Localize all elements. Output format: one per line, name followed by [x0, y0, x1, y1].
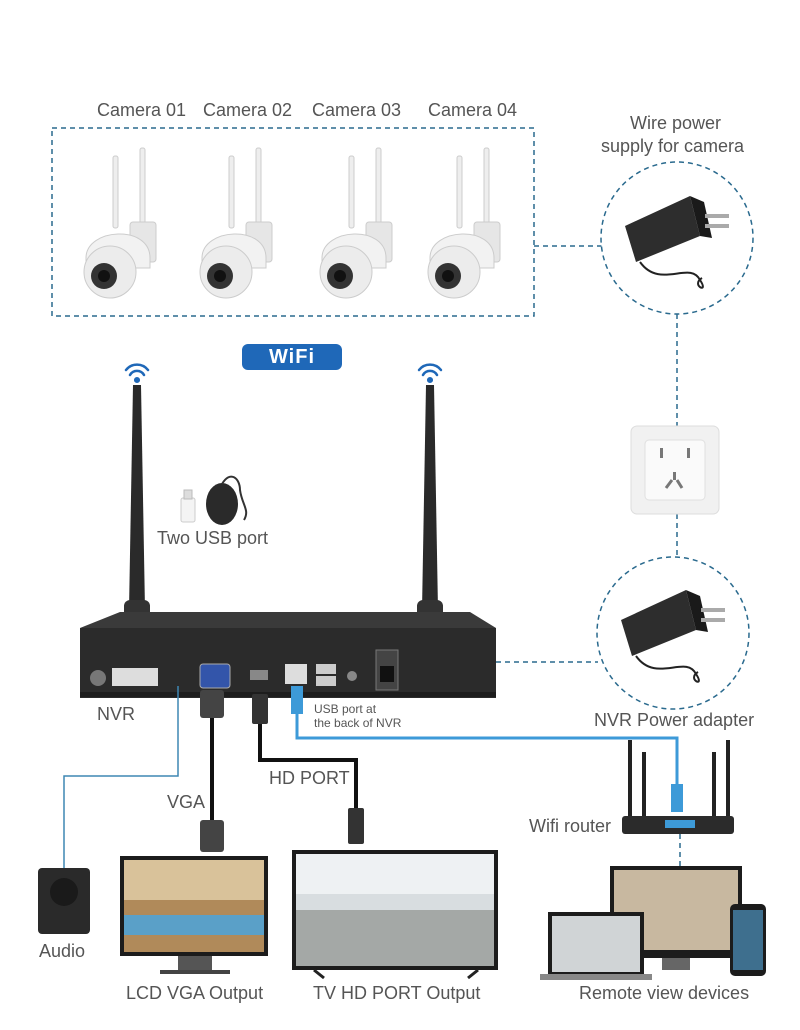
- camera-label-3: Camera 03: [312, 100, 402, 120]
- tv-icon: [292, 850, 498, 980]
- power-adapter-top-icon: [625, 196, 729, 289]
- wall-socket-icon: [630, 425, 720, 515]
- vga-label: VGA: [167, 792, 206, 812]
- wire-power-label-line1: Wire power: [630, 113, 722, 133]
- mouse-icon: [206, 475, 248, 525]
- wifi-signal-icon-right: [417, 363, 443, 384]
- camera-devices: [83, 147, 501, 299]
- audio-label: Audio: [39, 941, 86, 961]
- hd-port-label: HD PORT: [269, 768, 350, 788]
- remote-devices-icon: [540, 866, 766, 980]
- lcd-monitor-icon: [120, 856, 268, 974]
- camera-label-2: Camera 02: [203, 100, 293, 120]
- speaker-icon: [38, 868, 90, 934]
- nvr-power-label: NVR Power adapter: [594, 710, 755, 730]
- wifi-badge: WiFi: [242, 344, 342, 370]
- usb-stick-icon: [180, 489, 196, 523]
- network-plug-nvr: [291, 686, 303, 714]
- nvr-label: NVR: [97, 704, 136, 724]
- wifi-signal-icon-left: [124, 363, 150, 384]
- wifi-router-label: Wifi router: [529, 816, 612, 836]
- power-adapter-bottom-icon: [621, 590, 725, 683]
- camera-label-4: Camera 04: [428, 100, 518, 120]
- audio-cable: [63, 686, 179, 868]
- usb-back-label-line1: USB port at: [314, 702, 377, 716]
- nvr-antenna-right: [422, 385, 438, 610]
- two-usb-label: Two USB port: [157, 528, 269, 548]
- vga-plug: [200, 820, 224, 852]
- usb-back-label-line2: the back of NVR: [314, 716, 402, 730]
- camera-group-box: [51, 127, 535, 317]
- tv-hd-label: TV HD PORT Output: [313, 983, 481, 1003]
- nvr-antenna-left: [129, 385, 145, 610]
- wifi-router-icon: [622, 740, 734, 834]
- hd-cable: [258, 712, 358, 812]
- remote-devices-label: Remote view devices: [579, 983, 750, 1003]
- nvr-box: [80, 612, 496, 698]
- hd-plug: [348, 808, 364, 844]
- network-plug-router: [671, 784, 683, 812]
- camera-label-1: Camera 01: [97, 100, 187, 120]
- lcd-vga-label: LCD VGA Output: [126, 983, 264, 1003]
- wire-power-label-line2: supply for camera: [601, 136, 745, 156]
